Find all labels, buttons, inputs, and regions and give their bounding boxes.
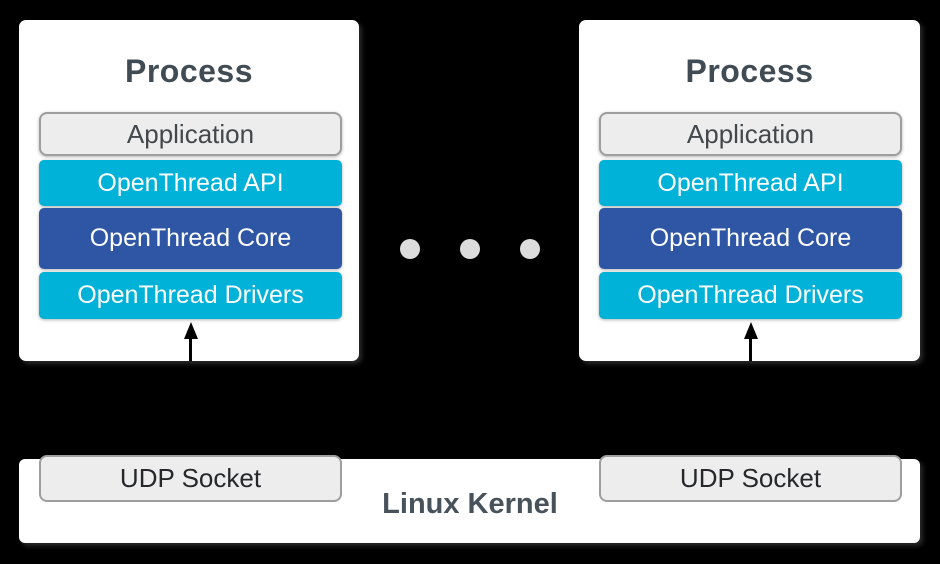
layer-application: Application bbox=[599, 112, 902, 156]
layer-openthread-core: OpenThread Core bbox=[39, 208, 342, 269]
udp-socket-left: UDP Socket bbox=[39, 455, 342, 502]
arrow-head-icon bbox=[743, 322, 758, 339]
ellipsis-dot bbox=[460, 239, 480, 259]
process-title: Process bbox=[685, 53, 814, 89]
arrow-line bbox=[749, 339, 752, 361]
arrow-line bbox=[189, 339, 192, 361]
layer-application: Application bbox=[39, 112, 342, 156]
layer-openthread-drivers: OpenThread Drivers bbox=[599, 272, 902, 319]
process-box-left: Process Application OpenThread API OpenT… bbox=[19, 20, 359, 361]
ellipsis-dot bbox=[520, 239, 540, 259]
linux-kernel-label: Linux Kernel bbox=[382, 488, 558, 520]
up-arrow bbox=[599, 322, 902, 361]
layer-openthread-api: OpenThread API bbox=[39, 160, 342, 206]
layer-openthread-drivers: OpenThread Drivers bbox=[39, 272, 342, 319]
arrow-head-icon bbox=[183, 322, 198, 339]
process-title: Process bbox=[124, 53, 254, 89]
ellipsis-dot bbox=[400, 239, 420, 259]
process-box-right: Process Application OpenThread API OpenT… bbox=[579, 20, 920, 361]
up-arrow bbox=[39, 322, 342, 361]
layer-openthread-core: OpenThread Core bbox=[599, 208, 902, 269]
udp-socket-right: UDP Socket bbox=[599, 455, 902, 502]
layer-openthread-api: OpenThread API bbox=[599, 160, 902, 206]
